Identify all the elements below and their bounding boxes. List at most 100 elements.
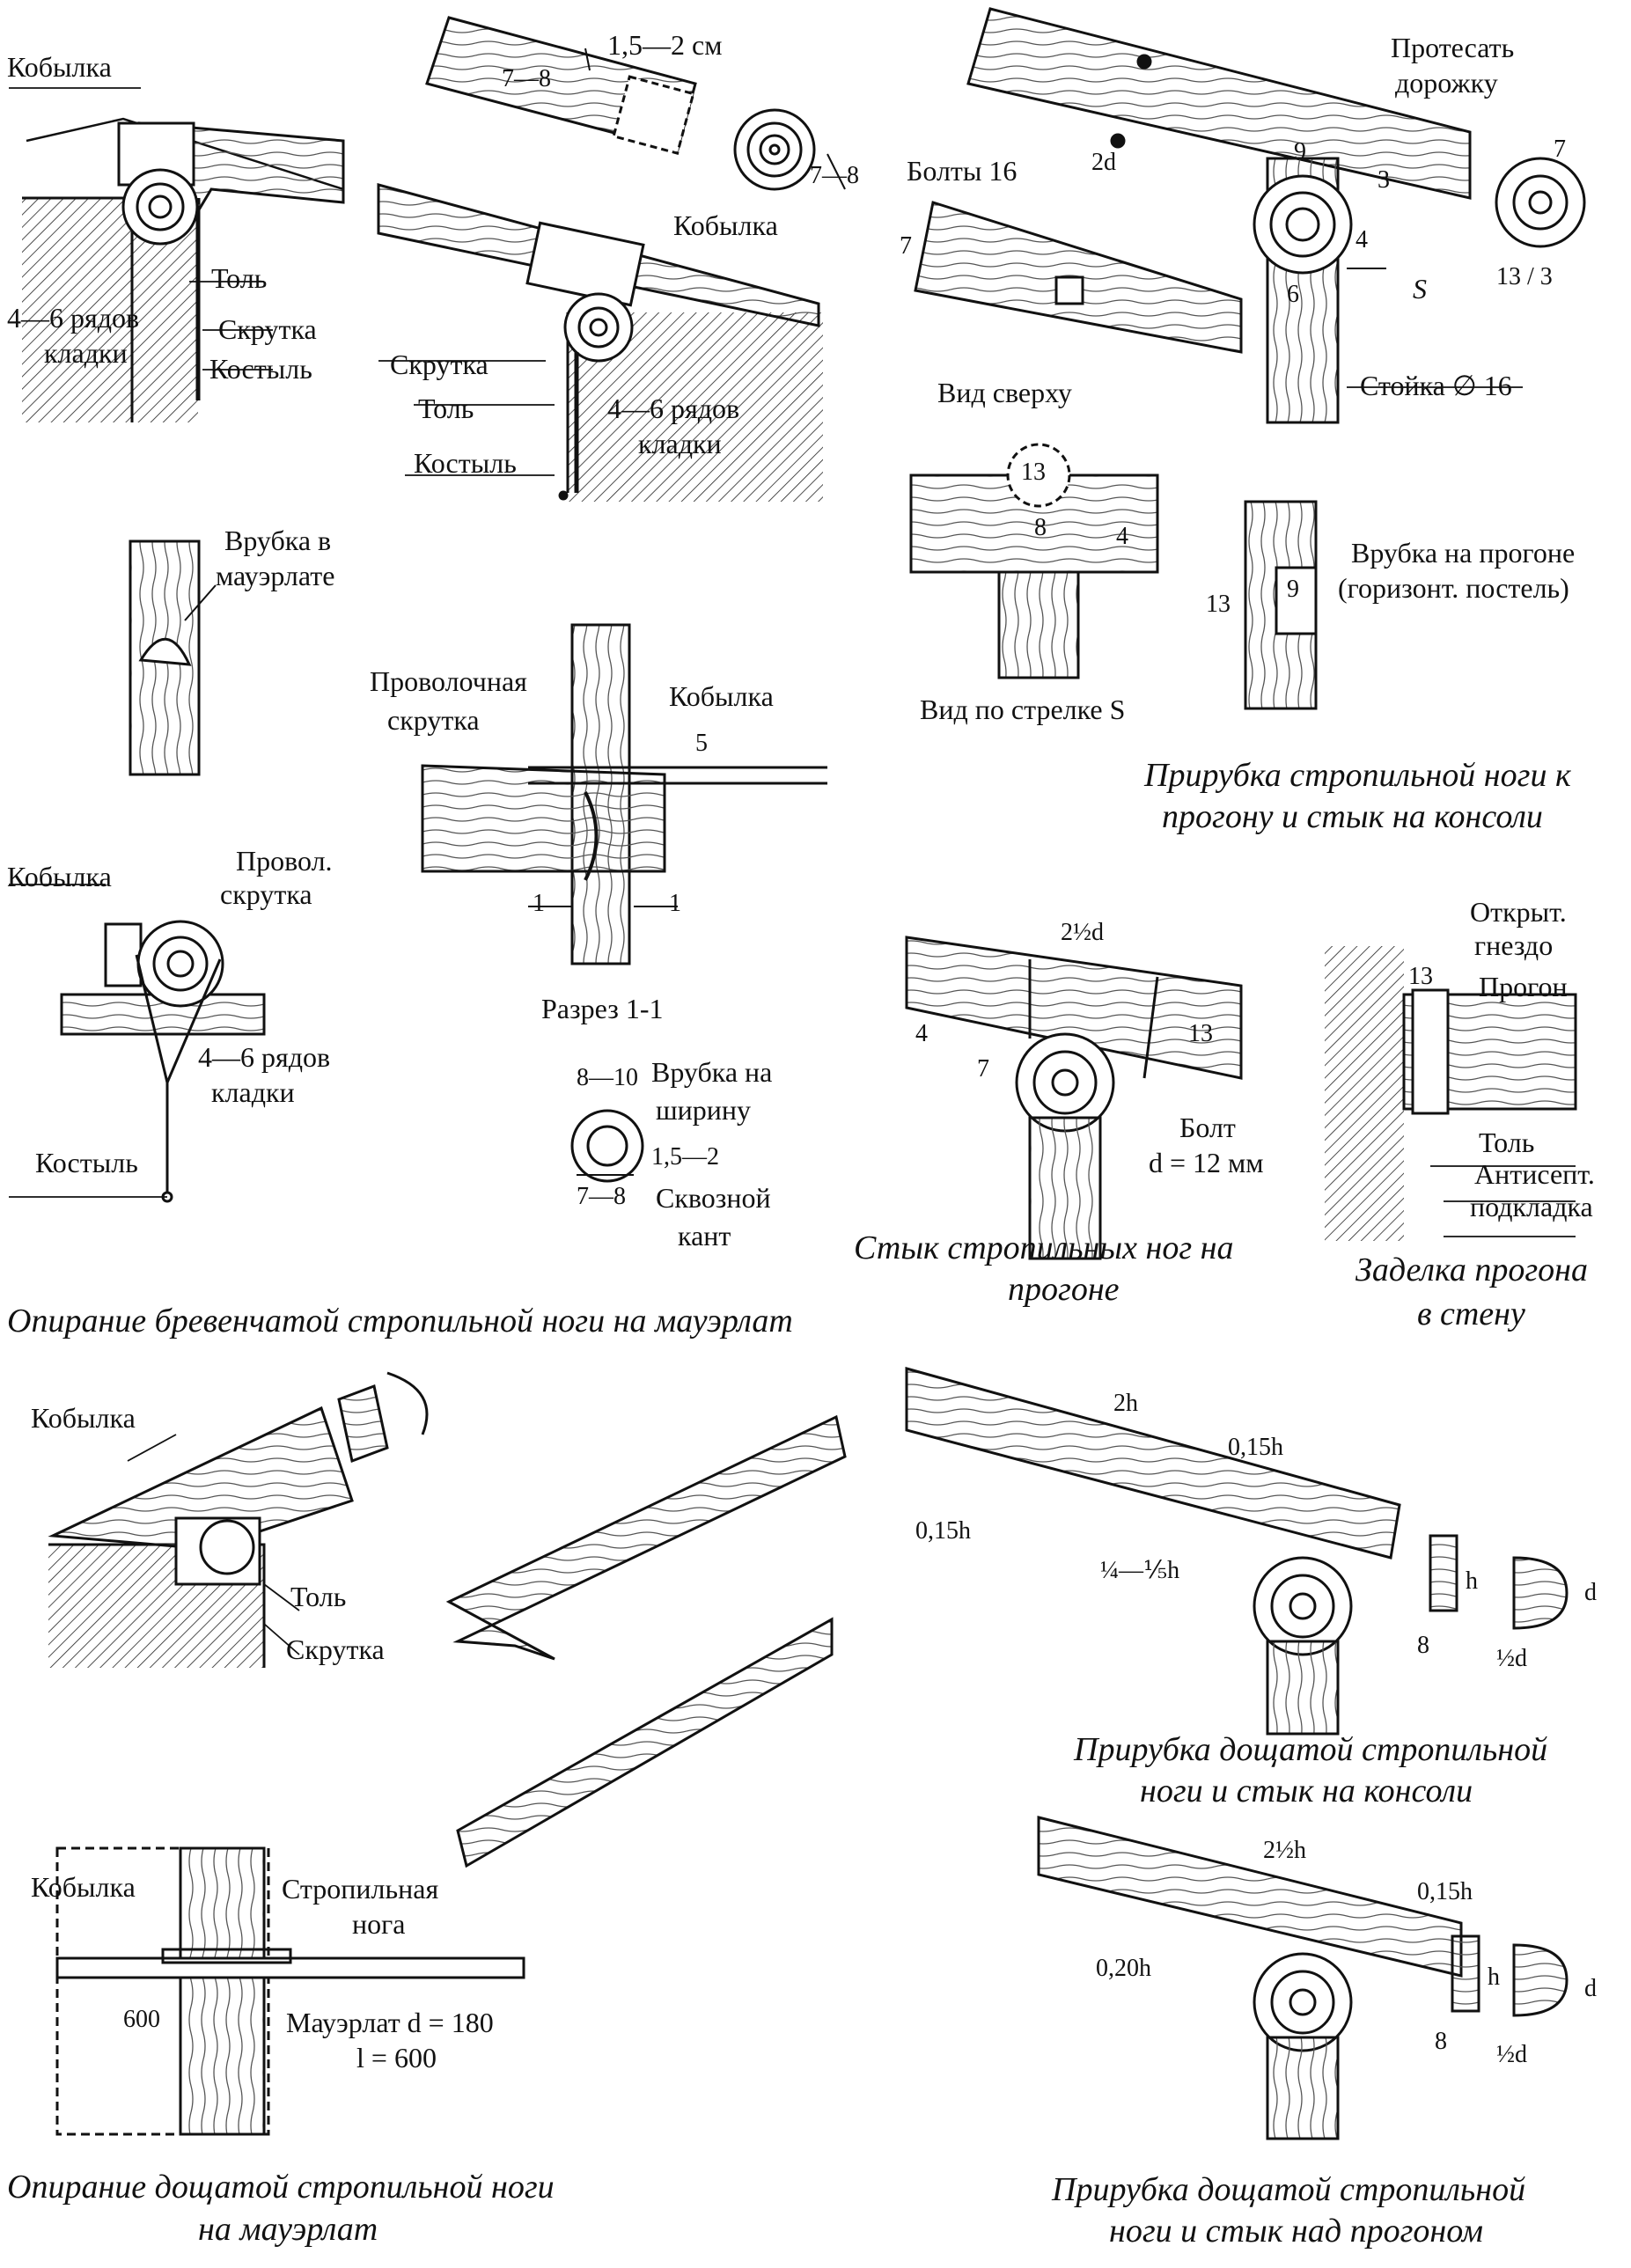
label-stoyka: Стойка ∅ 16 — [1360, 370, 1512, 401]
label-gorizont: (горизонт. постель) — [1338, 572, 1569, 604]
label-num-8-b: 8 — [1417, 1632, 1429, 1659]
label-num-4-c: 4 — [915, 1020, 928, 1047]
label-dorozhku: дорожку — [1395, 67, 1498, 99]
log-end-view — [570, 1109, 644, 1183]
label-num-4-b: 4 — [1116, 523, 1128, 550]
label-kobylka-3: Кобылка — [669, 680, 774, 712]
label-d-b: d — [1584, 1975, 1597, 2002]
label-bolt: Болт — [1179, 1112, 1236, 1143]
label-kostyl-1: Костыль — [209, 353, 312, 385]
label-provol: Провол. — [236, 845, 333, 877]
label-020h: 0,20h — [1096, 1955, 1151, 1982]
label-num-8-c: 8 — [1435, 2028, 1447, 2055]
wire-twist-section — [421, 623, 827, 965]
label-tol-4: Толь — [290, 1581, 347, 1612]
label-skrutka-2: Скрутка — [390, 349, 489, 380]
label-h-b: h — [1488, 1963, 1500, 1991]
label-razrez: Разрез 1-1 — [541, 993, 664, 1024]
label-num-7-b: 7 — [1554, 136, 1566, 163]
label-size-8-10: 8—10 — [577, 1064, 638, 1091]
label-kladki-2: кладки — [638, 428, 722, 459]
board-perspective-views — [445, 1414, 847, 1868]
label-015h-c: 0,15h — [1417, 1878, 1473, 1905]
board-plan-view — [55, 1846, 525, 2136]
label-kostyl-3: Костыль — [35, 1147, 138, 1178]
label-num-13-b: 13 — [1206, 591, 1231, 618]
label-protesat: Протесать — [1391, 32, 1515, 63]
notch-on-purlin — [1244, 500, 1318, 710]
label-skrutka-wire: скрутка — [387, 704, 480, 736]
wire-twist-front — [60, 920, 266, 1203]
label-num-5: 5 — [695, 730, 708, 757]
caption-wall-2: в стену — [1417, 1295, 1525, 1332]
label-kobylka-2: Кобылка — [673, 209, 778, 241]
label-vrubka-v: Врубка в — [224, 525, 332, 556]
rafter-end-detail — [425, 16, 846, 191]
label-num-7-c: 7 — [977, 1055, 989, 1083]
label-size-7-8-c: 7—8 — [577, 1183, 626, 1210]
board-rafter-section — [48, 1371, 429, 1668]
label-size-15-2-cm: 1,5—2 см — [607, 29, 723, 61]
label-bolty: Болты 16 — [907, 155, 1018, 187]
caption-board-console-1: Прирубка дощатой стропильной — [1074, 1731, 1548, 1768]
label-vrubka-na: Врубка на — [651, 1056, 773, 1088]
label-kostyl-2: Костыль — [414, 447, 517, 479]
label-d-a: d — [1584, 1579, 1597, 1606]
caption-board-purlin-1: Прирубка дощатой стропильной — [1052, 2171, 1526, 2208]
label-num-13-d: 13 — [1408, 963, 1433, 990]
label-2d: 2d — [1091, 149, 1116, 176]
label-skrutka-4: Скрутка — [286, 1633, 385, 1665]
label-half-d-a: ½d — [1496, 1645, 1527, 1672]
caption-log-rafter-mauerlat: Опирание бревенчатой стропильной ноги на… — [7, 1303, 793, 1340]
label-num-6: 6 — [1287, 281, 1299, 308]
label-tol-2: Толь — [418, 393, 474, 424]
log-rafter-mauerlat-section — [22, 117, 345, 422]
label-13-3: 13 / 3 — [1496, 263, 1553, 290]
label-015h-b: 0,15h — [915, 1517, 971, 1545]
label-l600: l = 600 — [356, 2042, 437, 2073]
label-num-13-c: 13 — [1188, 1020, 1213, 1047]
label-mauerlat-d: Мауэрлат d = 180 — [286, 2007, 494, 2038]
label-stropilnaya: Стропильная — [282, 1873, 439, 1905]
purlin-in-wall — [1325, 946, 1577, 1241]
label-num-7-a: 7 — [900, 232, 912, 260]
caption-wall-1: Заделка прогона — [1355, 1251, 1588, 1288]
label-h-a: h — [1466, 1567, 1478, 1595]
caption-rafter-purlin-2: прогону и стык на консоли — [1162, 798, 1543, 835]
label-kobylka-5: Кобылка — [31, 1402, 136, 1434]
label-shirinu: ширину — [656, 1094, 752, 1126]
label-num-9: 9 — [1294, 138, 1306, 165]
label-kladki-1: кладки — [44, 337, 128, 369]
label-2h: 2h — [1113, 1390, 1138, 1417]
label-skrutka-1: Скрутка — [218, 313, 317, 345]
label-mauerlate: мауэрлате — [216, 560, 335, 591]
label-tol-3: Толь — [1479, 1127, 1535, 1158]
label-015h-a: 0,15h — [1228, 1434, 1283, 1461]
label-600: 600 — [123, 2006, 160, 2033]
label-section-1b: 1 — [669, 890, 681, 917]
label-section-1a: 1 — [533, 890, 545, 917]
label-rows-2: 4—6 рядов — [607, 393, 740, 424]
caption-board-console-2: ноги и стык на консоли — [1140, 1773, 1473, 1809]
label-num-8: 8 — [1034, 514, 1047, 541]
label-2-5h: 2½h — [1263, 1837, 1306, 1864]
label-kobylka-6: Кобылка — [31, 1871, 136, 1903]
label-d12: d = 12 мм — [1149, 1147, 1264, 1178]
label-kobylka-4: Кобылка — [7, 861, 112, 892]
caption-joint-2: прогоне — [1008, 1271, 1120, 1308]
label-size-15-2: 1,5—2 — [651, 1143, 719, 1171]
label-tol-1: Толь — [211, 262, 268, 294]
label-vid-sverhu: Вид сверху — [937, 377, 1072, 408]
rafter-to-purlin — [914, 7, 1586, 424]
label-kladki-3: кладки — [211, 1076, 295, 1108]
label-num-13-a: 13 — [1021, 459, 1046, 486]
label-kant: кант — [678, 1220, 731, 1251]
label-14-15h: ¼—⅕h — [1100, 1557, 1180, 1584]
label-kobylka-1: Кобылка — [7, 51, 112, 83]
caption-rafter-purlin-1: Прирубка стропильной ноги к — [1144, 757, 1571, 794]
board-notch-console — [905, 1367, 1569, 1736]
label-size-7-8-a: 7—8 — [502, 65, 551, 92]
label-num-9-b: 9 — [1287, 576, 1299, 603]
label-rows-1: 4—6 рядов — [7, 302, 140, 334]
